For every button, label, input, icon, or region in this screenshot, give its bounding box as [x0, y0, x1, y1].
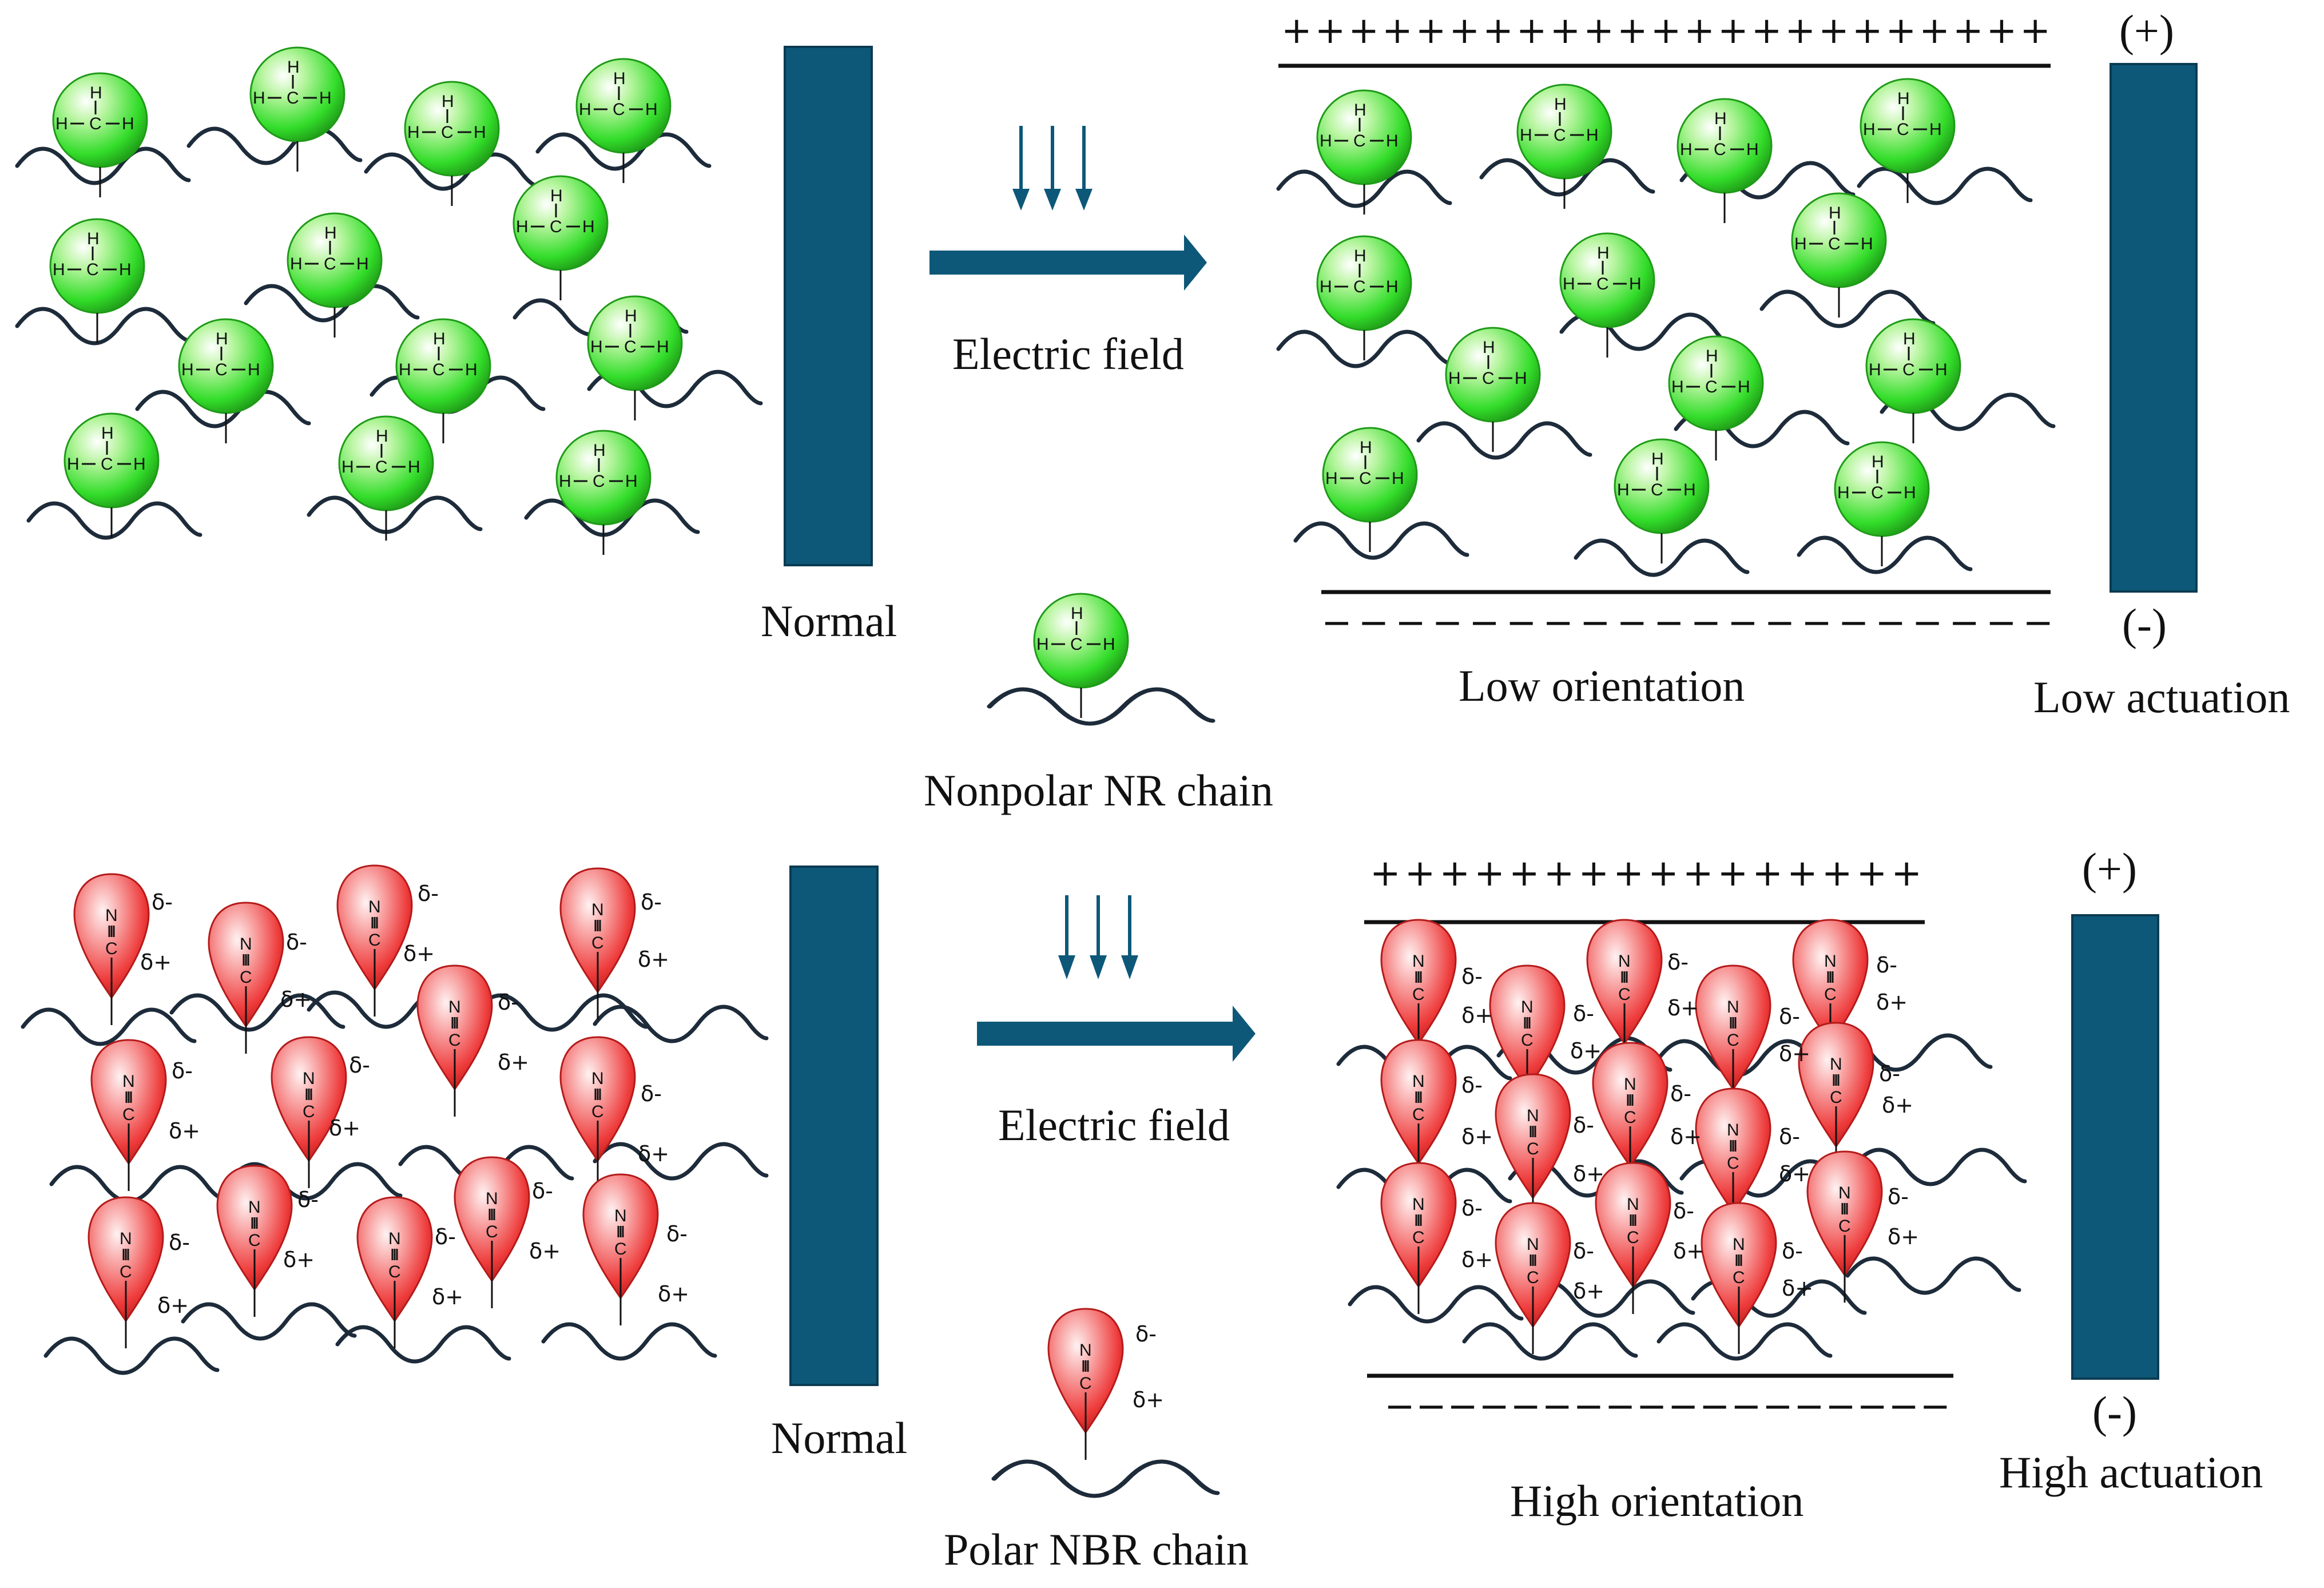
partial-charges-field: δ- δ+ δ- δ+ δ- δ+ δ- δ+ δ- δ+ δ- δ+ δ- δ… [1461, 950, 1919, 1304]
svg-text:δ+: δ+ [1876, 990, 1908, 1015]
svg-text:δ+: δ+ [157, 1293, 189, 1318]
svg-text:δ-: δ- [1573, 1238, 1594, 1264]
svg-text:δ+: δ+ [432, 1284, 463, 1309]
top-panel: Normal Electric field Nonpolar NR chain … [17, 6, 2290, 815]
svg-text:δ+: δ+ [280, 987, 312, 1012]
svg-text:δ+: δ+ [498, 1050, 529, 1075]
polar-chain-label: Polar NBR chain [944, 1525, 1249, 1574]
transition-arrow-icon [929, 235, 1207, 291]
svg-text:δ+: δ+ [1573, 1279, 1604, 1304]
svg-text:δ+: δ+ [1461, 1003, 1493, 1028]
transition-arrow-polar-icon [977, 1006, 1256, 1062]
svg-text:δ+: δ+ [1133, 1387, 1164, 1412]
negative-charge-row: − − − − − − − − − − − − − − − − − − − − [1321, 602, 2053, 644]
svg-text:δ-: δ- [1667, 950, 1689, 975]
svg-text:δ-: δ- [1673, 1198, 1694, 1224]
electric-field-label-polar: Electric field [998, 1100, 1230, 1150]
svg-text:δ-: δ- [172, 1058, 193, 1083]
svg-text:δ+: δ+ [283, 1247, 315, 1272]
low-actuation-bar [2110, 63, 2198, 593]
svg-text:δ-: δ- [1573, 1113, 1594, 1138]
positive-charge-row: +++++++++++++++++++++++ [1281, 10, 2051, 52]
svg-text:δ-: δ- [1876, 952, 1897, 978]
low-orientation-label: Low orientation [1459, 661, 1745, 710]
svg-text:δ-: δ- [349, 1053, 370, 1078]
normal-label: Normal [761, 596, 897, 646]
svg-text:δ+: δ+ [1888, 1224, 1919, 1249]
svg-text:δ+: δ+ [403, 941, 435, 966]
svg-text:δ-: δ- [297, 1187, 319, 1212]
methyl-groups-field [1316, 78, 1961, 567]
svg-text:δ-: δ- [532, 1178, 553, 1204]
svg-text:δ-: δ- [1779, 1004, 1800, 1029]
svg-text:δ+: δ+ [1779, 1161, 1810, 1186]
positive-charge-row-polar: ++++++++++++++++ [1370, 852, 1922, 895]
svg-text:δ+: δ+ [638, 1141, 669, 1166]
low-actuation-label: Low actuation [2033, 672, 2290, 722]
svg-text:δ-: δ- [1879, 1061, 1900, 1086]
svg-text:δ-: δ- [1461, 1073, 1483, 1098]
polar-chain-legend: δ- δ+ [994, 1308, 1217, 1496]
high-actuation-bar [2071, 914, 2159, 1380]
svg-text:δ+: δ+ [1667, 995, 1699, 1021]
svg-text:δ-: δ- [498, 990, 519, 1015]
field-direction-arrows-icon [1012, 126, 1093, 211]
negative-charge-row-polar: − − − − − − − − − − − − − − − − − − [1384, 1385, 1950, 1428]
svg-text:δ+: δ+ [1570, 1038, 1602, 1063]
svg-text:δ-: δ- [1573, 1001, 1594, 1026]
svg-text:δ+: δ+ [1779, 1041, 1810, 1066]
svg-text:δ-: δ- [286, 930, 307, 955]
svg-text:δ-: δ- [1461, 964, 1483, 989]
partial-charges-normal: δ- δ+ δ- δ+ δ- δ+ δ- δ+ δ- δ+ δ- δ+ δ- δ… [140, 881, 689, 1318]
svg-text:δ+: δ+ [658, 1281, 689, 1307]
svg-text:δ+: δ+ [1573, 1161, 1604, 1186]
svg-text:δ+: δ+ [1670, 1124, 1702, 1149]
negative-terminal: (-) [2122, 600, 2167, 649]
svg-text:δ-: δ- [1461, 1196, 1483, 1221]
positive-terminal: (+) [2119, 6, 2174, 55]
svg-text:δ+: δ+ [1461, 1247, 1493, 1272]
svg-text:δ-: δ- [666, 1221, 688, 1246]
svg-text:δ-: δ- [1782, 1238, 1803, 1264]
normal-state-bar-polar [789, 866, 879, 1386]
nonpolar-chain-legend [990, 593, 1213, 724]
svg-text:δ-: δ- [1779, 1124, 1800, 1149]
methyl-groups-normal [49, 46, 683, 556]
svg-text:δ-: δ- [1888, 1184, 1909, 1209]
nitrile-groups-normal [73, 864, 659, 1349]
field-direction-arrows-polar-icon [1058, 895, 1138, 979]
svg-text:δ-: δ- [1670, 1081, 1691, 1106]
negative-terminal-polar: (-) [2092, 1387, 2137, 1437]
nonpolar-chain-label: Nonpolar NR chain [924, 765, 1273, 815]
svg-text:δ+: δ+ [638, 947, 669, 972]
normal-state-bar [784, 46, 873, 566]
svg-text:δ+: δ+ [529, 1238, 561, 1264]
svg-text:δ+: δ+ [329, 1115, 360, 1141]
positive-terminal-polar: (+) [2082, 844, 2137, 894]
svg-text:δ+: δ+ [169, 1118, 200, 1144]
bottom-panel: δ- δ+ δ- δ+ δ- δ+ δ- δ+ δ- δ+ δ- δ+ δ- δ… [23, 844, 2263, 1574]
svg-text:δ+: δ+ [140, 950, 172, 975]
high-orientation-label: High orientation [1510, 1476, 1803, 1526]
svg-text:δ-: δ- [641, 890, 662, 915]
svg-text:δ-: δ- [641, 1081, 662, 1106]
svg-text:δ-: δ- [169, 1230, 190, 1255]
svg-text:δ-: δ- [1135, 1321, 1157, 1347]
high-actuation-label: High actuation [1999, 1447, 2263, 1497]
svg-text:δ+: δ+ [1673, 1238, 1705, 1264]
svg-text:δ+: δ+ [1882, 1093, 1913, 1118]
electric-field-label: Electric field [952, 329, 1184, 379]
svg-text:δ-: δ- [418, 881, 439, 906]
svg-text:δ+: δ+ [1461, 1124, 1493, 1149]
svg-text:δ-: δ- [152, 890, 173, 915]
normal-label-polar: Normal [771, 1413, 907, 1463]
svg-text:δ+: δ+ [1782, 1276, 1813, 1301]
svg-text:δ-: δ- [435, 1224, 456, 1249]
